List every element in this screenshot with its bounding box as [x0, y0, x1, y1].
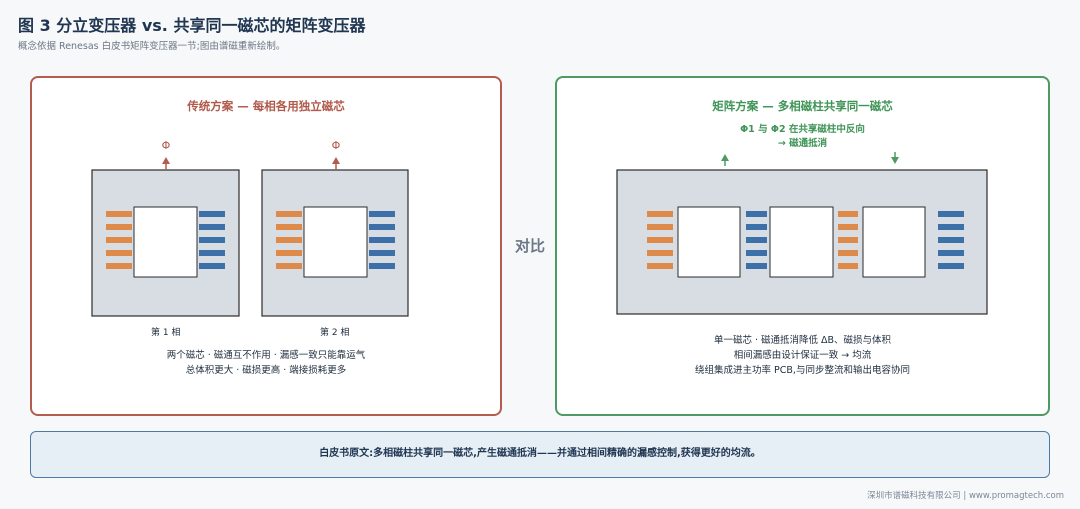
- phase-1-phi-label: Φ: [162, 139, 171, 152]
- traditional-panel-title: 传统方案 — 每相各用独立磁芯: [187, 99, 345, 113]
- vs-label: 对比: [515, 237, 546, 255]
- phi1-up-arrow-icon: [721, 154, 729, 166]
- phase-1-secondary-winding: [199, 211, 225, 269]
- matrix-transformer: [616, 152, 988, 315]
- traditional-description-line-1: 两个磁芯 · 磁通互不作用 · 漏感一致只能靠运气: [166, 350, 366, 361]
- phase-2-transformer: Φ: [261, 139, 409, 317]
- phase-1-window: [133, 206, 198, 278]
- page-title: 图 3 分立变压器 vs. 共享同一磁芯的矩阵变压器: [18, 16, 366, 35]
- matrix-outer-primary-winding: [647, 211, 673, 269]
- matrix-description-line-3: 绕组集成进主功率 PCB,与同步整流和输出电容协同: [695, 365, 910, 376]
- flux-cancel-note: Φ1 与 Φ2 在共享磁柱中反向 → 磁通抵消: [557, 123, 1048, 151]
- phase-1-transformer: Φ: [91, 139, 240, 317]
- phase-1-flux-arrow-icon: [162, 157, 170, 170]
- matrix-window-1: [677, 206, 741, 278]
- matrix-description-line-1: 单一磁芯 · 磁通抵消降低 ΔB、磁损与体积: [713, 335, 892, 346]
- phase-2-secondary-winding: [369, 211, 395, 269]
- matrix-window-3: [862, 206, 926, 278]
- whitepaper-quote-banner: 白皮书原文:多相磁柱共享同一磁芯,产生磁通抵消——并通过相间精确的漏感控制,获得…: [30, 431, 1050, 478]
- flux-cancel-note-line-1: Φ1 与 Φ2 在共享磁柱中反向: [740, 124, 865, 135]
- traditional-description-line-2: 总体积更大 · 磁损更高 · 端接损耗更多: [185, 365, 347, 376]
- phase-2-flux-arrow-icon: [332, 157, 340, 170]
- phase-2-primary-winding: [276, 211, 302, 269]
- phase-2-phi-label: Φ: [332, 139, 341, 152]
- matrix-left-secondary-winding: [746, 211, 767, 269]
- phase-2-label: 第 2 相: [320, 328, 350, 338]
- flux-cancel-note-line-2: → 磁通抵消: [777, 138, 828, 149]
- matrix-inner-primary-winding: [838, 211, 858, 269]
- phase-2-window: [303, 206, 368, 278]
- footer-company: 深圳市谱磁科技有限公司 | www.promagtech.com: [867, 491, 1064, 501]
- phi2-down-arrow-icon: [891, 152, 899, 164]
- matrix-description: 单一磁芯 · 磁通抵消降低 ΔB、磁损与体积 相间漏感由设计保证一致 → 均流 …: [557, 333, 1048, 378]
- matrix-panel-title: 矩阵方案 — 多相磁柱共享同一磁芯: [712, 99, 893, 113]
- matrix-outer-secondary-winding: [938, 211, 964, 269]
- page-subtitle: 概念依据 Renesas 白皮书矩阵变压器一节;图由谱磁重新绘制。: [18, 41, 286, 52]
- phase-1-primary-winding: [106, 211, 132, 269]
- matrix-window-2: [769, 206, 834, 278]
- traditional-description: 两个磁芯 · 磁通互不作用 · 漏感一致只能靠运气 总体积更大 · 磁损更高 ·…: [32, 348, 500, 378]
- phase-1-label: 第 1 相: [151, 328, 181, 338]
- matrix-description-line-2: 相间漏感由设计保证一致 → 均流: [733, 350, 872, 361]
